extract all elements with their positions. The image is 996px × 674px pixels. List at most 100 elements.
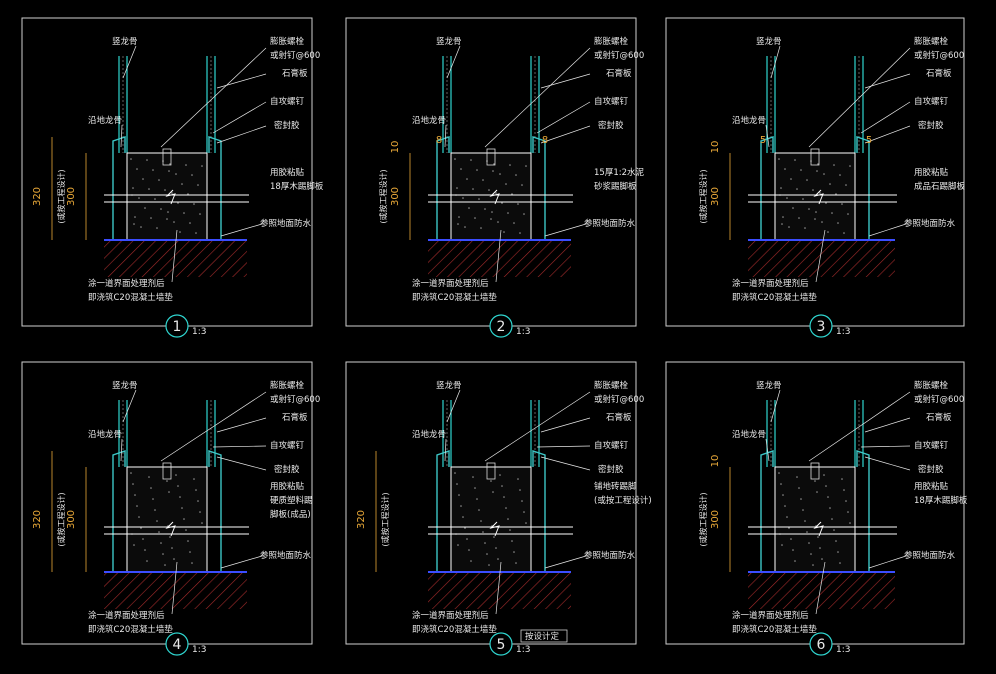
dim-note: (或按工程设计) xyxy=(380,492,390,546)
skirting-left xyxy=(112,450,126,572)
aggregate-dot xyxy=(162,553,164,555)
aggregate-dot xyxy=(201,165,203,167)
aggregate-dot xyxy=(796,188,798,190)
aggregate-dot xyxy=(454,472,456,474)
aggregate-dot xyxy=(146,560,148,562)
leader-line xyxy=(540,456,591,471)
label-sealant: 密封胶 xyxy=(598,120,624,131)
label-bolt-spacing: 或射钉@600 xyxy=(594,50,644,61)
leader-line xyxy=(216,125,267,144)
break-mark xyxy=(165,521,176,537)
label-stud: 竖龙骨 xyxy=(436,36,462,47)
leader-line xyxy=(864,73,911,89)
leader-line xyxy=(484,391,591,462)
label-concrete: 即浇筑C20混凝土墙垫 xyxy=(88,624,173,635)
aggregate-dot xyxy=(130,472,132,474)
label-stud: 竖龙骨 xyxy=(112,36,138,47)
leader-line xyxy=(122,389,137,423)
label-as-designed: 按设计定 xyxy=(525,631,560,642)
concrete-curb xyxy=(450,466,532,573)
aggregate-dot xyxy=(833,164,835,166)
detail-number-circle xyxy=(489,632,513,656)
aggregate-dot xyxy=(794,560,796,562)
aggregate-dot xyxy=(472,476,474,478)
leader-line xyxy=(770,45,781,79)
label-expansion-bolt: 膨胀螺栓 xyxy=(270,36,305,47)
aggregate-dot xyxy=(474,487,476,489)
aggregate-dot xyxy=(166,218,168,220)
dim-10: 10 xyxy=(710,455,721,468)
aggregate-dot xyxy=(189,222,191,224)
label-floor-track: 沿地龙骨 xyxy=(88,115,122,126)
aggregate-dot xyxy=(780,483,782,485)
aggregate-dot xyxy=(823,474,825,476)
aggregate-dot xyxy=(168,170,170,172)
detail-number: 6 xyxy=(817,637,826,653)
leader-line xyxy=(444,438,447,462)
break-mark xyxy=(489,189,500,205)
aggregate-dot xyxy=(148,476,150,478)
aggregate-dot xyxy=(794,159,796,161)
aggregate-dot xyxy=(158,179,160,181)
label-interface-agent: 涂一道界面处理剂后 xyxy=(732,278,809,289)
label-skirting: 成品石踢脚板 xyxy=(914,181,966,192)
label-skirting: 18厚木踢脚板 xyxy=(914,495,968,506)
detail-panel-6: 竖龙骨膨胀螺栓或射钉@600石膏板自攻螺钉密封胶沿地龙骨用胶粘贴18厚木踢脚板参… xyxy=(665,361,968,656)
aggregate-dot xyxy=(456,187,458,189)
dim-300: 300 xyxy=(66,510,77,529)
aggregate-dot xyxy=(464,226,466,228)
aggregate-dot xyxy=(788,226,790,228)
aggregate-dot xyxy=(466,538,468,540)
aggregate-dot xyxy=(462,197,464,199)
aggregate-dot xyxy=(488,564,490,566)
aggregate-dot xyxy=(778,158,780,160)
dim-note: (或按工程设计) xyxy=(56,169,66,223)
anchor-bolt xyxy=(810,462,820,480)
aggregate-dot xyxy=(523,213,525,215)
break-mark xyxy=(813,189,824,205)
aggregate-dot xyxy=(164,564,166,566)
label-interface-agent: 涂一道界面处理剂后 xyxy=(412,610,489,621)
detail-scale: 1:3 xyxy=(836,645,850,655)
leader-line xyxy=(540,417,591,433)
aggregate-dot xyxy=(160,208,162,210)
leader-line xyxy=(765,124,770,148)
detail-panel-1: 竖龙骨膨胀螺栓或射钉@600石膏板自攻螺钉密封胶沿地龙骨用胶粘贴18厚木踢脚板参… xyxy=(21,17,324,338)
aggregate-dot xyxy=(507,518,509,520)
label-skirting: 硬质塑料踢 xyxy=(270,495,313,506)
leader-line xyxy=(212,101,267,134)
aggregate-dot xyxy=(523,511,525,513)
aggregate-dot xyxy=(521,500,523,502)
aggregate-dot xyxy=(493,163,495,165)
aggregate-dot xyxy=(191,174,193,176)
label-concrete: 即浇筑C20混凝土墙垫 xyxy=(732,624,817,635)
leader-line xyxy=(540,125,591,144)
aggregate-dot xyxy=(460,505,462,507)
leader-line xyxy=(446,389,461,423)
detail-number: 4 xyxy=(173,637,182,653)
dim-10: 10 xyxy=(390,141,401,154)
aggregate-dot xyxy=(823,173,825,175)
skirting-left xyxy=(112,136,126,240)
leader-line xyxy=(446,45,461,79)
detail-panel-3: 竖龙骨膨胀螺栓或射钉@600石膏板自攻螺钉密封胶沿地龙骨用胶粘贴成品石踢脚板参照… xyxy=(665,17,966,338)
aggregate-dot xyxy=(457,544,459,546)
detail-number-circle xyxy=(809,632,833,656)
dim-300: 300 xyxy=(66,187,77,206)
aggregate-dot xyxy=(158,531,160,533)
aggregate-dot xyxy=(478,509,480,511)
skirting-right xyxy=(208,136,222,240)
aggregate-dot xyxy=(169,536,171,538)
dim-320: 320 xyxy=(356,510,367,529)
dim-note: (或按工程设计) xyxy=(698,169,708,223)
aggregate-dot xyxy=(786,516,788,518)
aggregate-dot xyxy=(132,483,134,485)
aggregate-dot xyxy=(847,511,849,513)
leader-line xyxy=(216,417,267,433)
label-skirting: 15厚1:2水泥 xyxy=(594,167,644,178)
leader-line xyxy=(220,555,263,569)
dim-300: 300 xyxy=(390,187,401,206)
concrete-curb xyxy=(774,466,856,573)
leader-line xyxy=(864,417,911,433)
label-sealant: 密封胶 xyxy=(918,464,944,475)
